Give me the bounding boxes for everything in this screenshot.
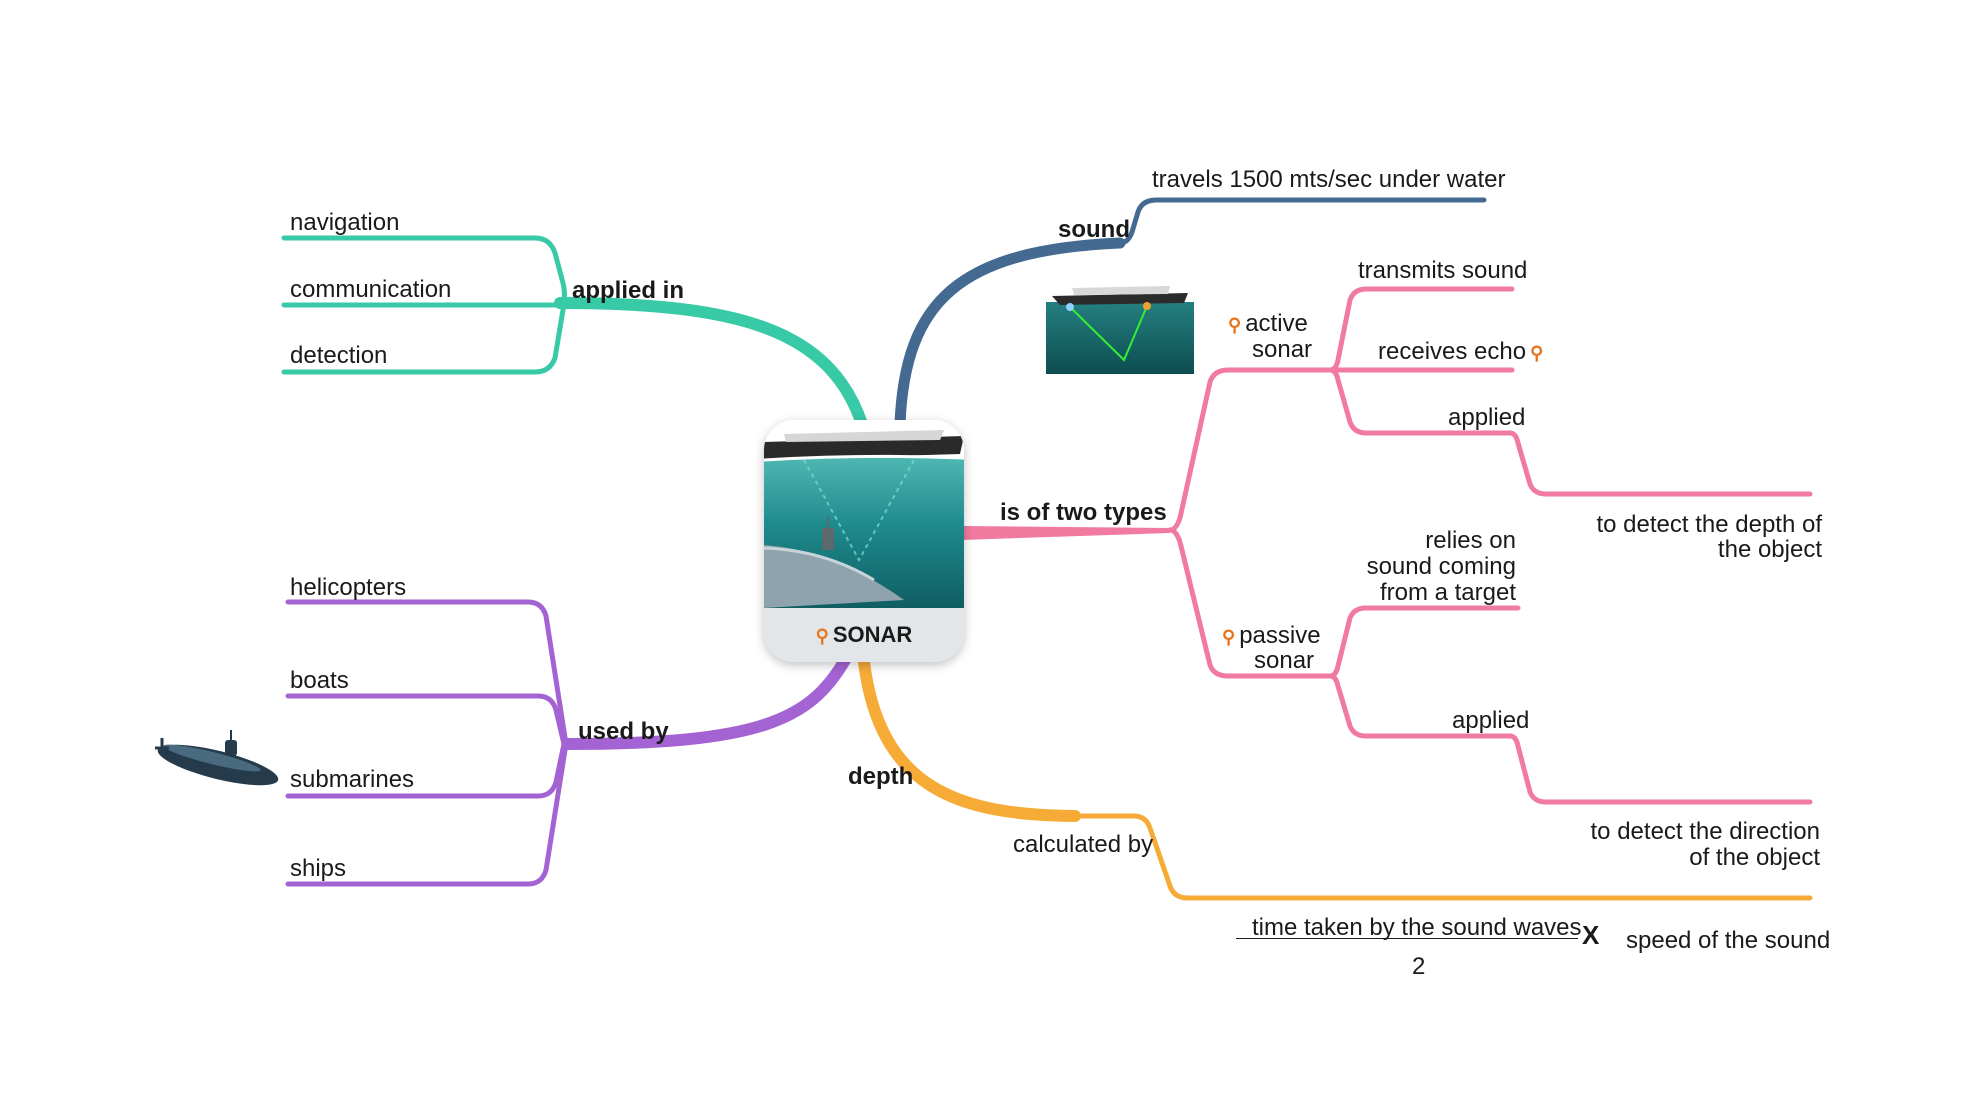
depth-calculated-by[interactable]: calculated by (1013, 831, 1154, 858)
formula-multiplier: speed of the sound (1626, 927, 1831, 954)
active-applied-detail-line1[interactable]: to detect the depth of (1596, 511, 1822, 538)
sound-label[interactable]: sound (1058, 216, 1130, 243)
central-label-text: SONAR (832, 622, 913, 647)
active-sonar-label-line1: active (1245, 310, 1308, 337)
branch-types (962, 286, 1813, 805)
active-applied-detail-line2: the object (1717, 536, 1822, 563)
applied-in-label[interactable]: applied in (572, 277, 685, 304)
active-sonar-label[interactable]: ⚲active (1228, 310, 1308, 337)
sonar-ship-image (1046, 280, 1194, 374)
depth-label[interactable]: depth (848, 763, 914, 790)
formula-multiply-operator: X (1582, 920, 1600, 950)
types-label[interactable]: is of two types (1000, 499, 1167, 526)
used-by-item-boats[interactable]: boats (290, 667, 349, 694)
formula-numerator: time taken by the sound waves (1252, 914, 1582, 941)
passive-sonar-label[interactable]: ⚲passive (1222, 622, 1321, 649)
branch-applied-in (281, 235, 868, 430)
formula-fraction-line (1236, 938, 1578, 939)
magnifier-icon[interactable]: ⚲ (1530, 343, 1544, 363)
sound-detail[interactable]: travels 1500 mts/sec under water (1152, 166, 1506, 193)
passive-applied[interactable]: applied (1452, 707, 1530, 734)
passive-applied-detail-line1[interactable]: to detect the direction (1590, 818, 1820, 845)
passive-applied-detail-line2: of the object (1689, 844, 1820, 871)
branch-used-by (285, 599, 851, 887)
applied-in-item-detection[interactable]: detection (290, 342, 388, 369)
formula-denominator: 2 (1412, 953, 1426, 980)
passive-relies-line2: sound coming (1366, 553, 1516, 580)
passive-relies-line1[interactable]: relies on (1425, 527, 1516, 554)
passive-sonar-label-line2: sonar (1254, 647, 1315, 674)
used-by-item-submarines[interactable]: submarines (290, 766, 415, 793)
magnifier-icon[interactable]: ⚲ (1228, 315, 1242, 335)
branch-sound (894, 197, 1487, 430)
submarine-image (155, 730, 279, 786)
passive-sonar-label-line1: passive (1239, 622, 1321, 649)
used-by-item-helicopters[interactable]: helicopters (290, 574, 407, 601)
magnifier-icon[interactable]: ⚲ (815, 626, 829, 646)
used-by-label[interactable]: used by (578, 718, 669, 745)
active-transmits[interactable]: transmits sound (1358, 257, 1528, 284)
active-receives-text: receives echo (1378, 338, 1527, 365)
active-sonar-label-line2: sonar (1252, 336, 1313, 363)
active-applied[interactable]: applied (1448, 404, 1526, 431)
sonar-central-image (764, 420, 964, 662)
active-receives[interactable]: receives echo⚲ (1378, 338, 1544, 365)
branch-depth (858, 656, 1813, 901)
central-title: ⚲SONAR (764, 622, 964, 648)
used-by-item-ships[interactable]: ships (290, 855, 347, 882)
magnifier-icon[interactable]: ⚲ (1222, 627, 1236, 647)
applied-in-item-communication[interactable]: communication (290, 276, 452, 303)
applied-in-item-navigation[interactable]: navigation (290, 209, 400, 236)
passive-relies-line3: from a target (1379, 579, 1516, 606)
central-node[interactable]: ⚲SONAR (764, 420, 964, 662)
